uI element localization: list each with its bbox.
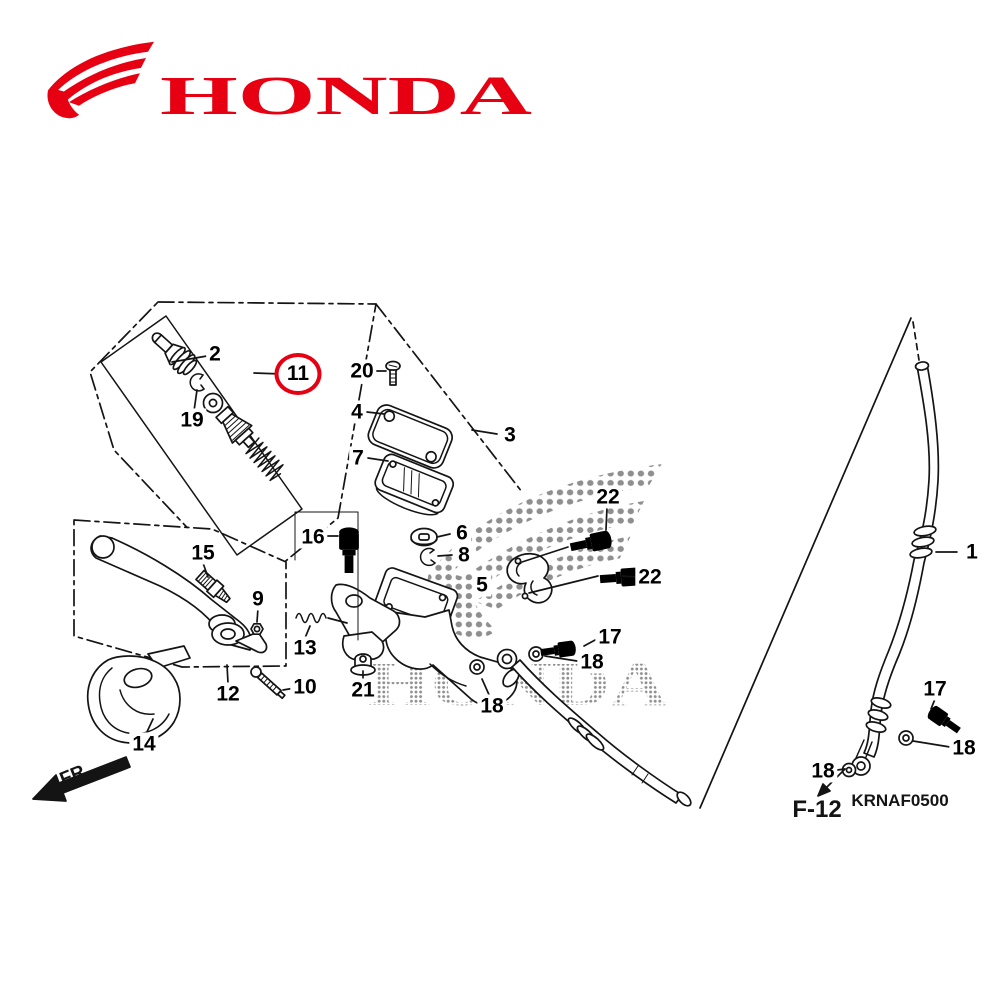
part-callout-17: 17 — [920, 677, 950, 701]
part-callout-21: 21 — [348, 678, 378, 702]
part-16-pivot-bolt — [339, 527, 359, 573]
fr-label: FR. — [57, 759, 93, 790]
assembly-3-chain-line — [375, 303, 523, 493]
part-21-nut — [350, 653, 376, 676]
figure-ref-label: F-12 — [792, 796, 841, 823]
honda-wing-icon — [47, 41, 154, 119]
part-callout-2: 2 — [206, 342, 224, 366]
pivot-detail-frame — [294, 511, 359, 641]
honda-wordmark: HONDA — [160, 65, 532, 126]
kit-piston-spring — [215, 405, 284, 482]
kit-11-box — [100, 315, 303, 556]
part-callout-22: 22 — [593, 485, 623, 509]
part-callout-18: 18 — [949, 736, 979, 760]
part-callout-7: 7 — [349, 446, 367, 470]
part-15-adjuster — [195, 569, 231, 604]
hose-banjo-joint — [469, 646, 544, 675]
part-8-snap-ring — [419, 547, 436, 567]
part-callout-18: 18 — [577, 650, 607, 674]
part-4-reservoir-cap — [367, 404, 454, 469]
diagram-code-label: KRNAF0500 — [851, 791, 948, 810]
figure-ref-arrowhead — [817, 783, 831, 797]
part-callout-5: 5 — [473, 573, 491, 597]
part-12-brake-lever — [90, 535, 268, 654]
part-2-pushrod-boot — [151, 332, 198, 376]
part-callout-4: 4 — [348, 400, 366, 424]
part-callout-13: 13 — [290, 636, 320, 660]
leader-lines — [145, 355, 958, 771]
part-1-brake-hose — [851, 361, 940, 776]
part-callout-9: 9 — [249, 587, 267, 611]
part-10-pivot-screw — [250, 666, 286, 700]
part-9-nut — [250, 622, 264, 636]
part-callout-16: 16 — [298, 525, 328, 549]
fr-direction-arrow — [32, 756, 131, 802]
part-callout-22: 22 — [635, 565, 665, 589]
part-callout-14: 14 — [129, 732, 159, 756]
part-callout-15: 15 — [188, 541, 218, 565]
part-callout-20: 20 — [347, 359, 377, 383]
part-19-clip-washer — [189, 373, 224, 414]
part-callout-18: 18 — [808, 759, 838, 783]
part-7-diaphragm-plate — [374, 453, 455, 516]
part-20-screw — [385, 360, 401, 386]
part-14-lever-guard — [86, 645, 191, 744]
part-callout-6: 6 — [453, 521, 471, 545]
part-callout-10: 10 — [290, 675, 320, 699]
projection-dash — [912, 321, 920, 361]
projection-line — [699, 317, 912, 809]
part-callout-18: 18 — [477, 694, 507, 718]
part-6-diaphragm — [410, 527, 438, 547]
part-callout-11: 11 — [274, 353, 322, 395]
part-callout-8: 8 — [455, 543, 473, 567]
part-callout-12: 12 — [213, 682, 243, 706]
honda-logo: HONDA — [47, 41, 532, 126]
part-13-spring — [295, 612, 348, 624]
part-callout-3: 3 — [501, 423, 519, 447]
part-callout-1: 1 — [963, 540, 981, 564]
part-callout-17: 17 — [595, 625, 625, 649]
brake-hose-stub — [511, 659, 692, 807]
part-callout-19: 19 — [177, 408, 207, 432]
